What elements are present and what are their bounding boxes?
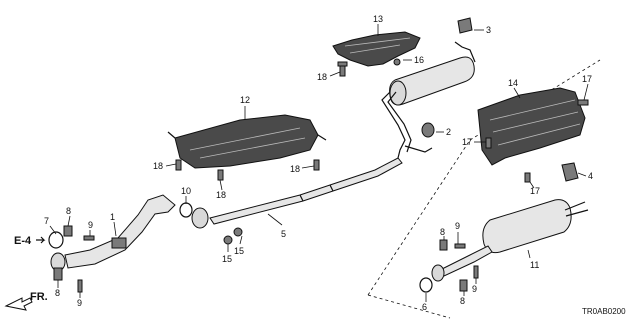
section-ref-label[interactable]: E-4	[14, 235, 32, 247]
callout-9-a: 9	[88, 220, 93, 230]
bolt-9-b[interactable]	[77, 279, 83, 293]
callout-18-top: 18	[317, 72, 327, 82]
bolt-18-left-1[interactable]	[175, 159, 182, 171]
spring-8-c[interactable]	[439, 239, 448, 251]
callout-12: 12	[240, 95, 250, 105]
callout-9-b: 9	[77, 298, 82, 308]
front-arrow-icon	[4, 297, 33, 311]
callout-17-top: 17	[582, 74, 592, 84]
callout-14: 14	[508, 78, 518, 88]
callout-17-mid: 17	[462, 137, 472, 147]
rear-heat-shield[interactable]	[477, 87, 586, 166]
callout-7: 7	[44, 216, 49, 226]
center-pipe[interactable]	[381, 91, 433, 159]
hanger-rubber-4[interactable]	[561, 162, 579, 182]
callout-2: 2	[446, 127, 451, 137]
gasket-10[interactable]	[179, 202, 193, 218]
callout-9-d: 9	[472, 284, 477, 294]
callout-16: 16	[414, 55, 424, 65]
spring-8-d[interactable]	[459, 279, 468, 292]
bolt-9-c[interactable]	[454, 243, 466, 249]
diagram-code: TR0AB0200	[582, 307, 626, 316]
front-direction-indicator: FR.	[4, 291, 48, 311]
direction-label: FR.	[30, 291, 48, 303]
callout-3: 3	[486, 25, 491, 35]
callout-1: 1	[110, 212, 115, 222]
callout-8-d: 8	[460, 296, 465, 306]
gasket-6[interactable]	[419, 277, 433, 293]
center-muffler[interactable]	[389, 56, 475, 106]
callout-18-left-2: 18	[216, 190, 226, 200]
callout-6: 6	[422, 302, 427, 312]
callout-10: 10	[181, 186, 191, 196]
gasket-7[interactable]	[48, 231, 64, 249]
flange[interactable]	[191, 207, 209, 229]
bolt-18-left-2[interactable]	[217, 169, 224, 181]
rear-muffler[interactable]	[439, 199, 589, 277]
bolt-18-left-3[interactable]	[313, 159, 320, 171]
nut-15-b[interactable]	[233, 227, 243, 237]
callout-18-left-3: 18	[290, 164, 300, 174]
callout-18-left-1: 18	[153, 161, 163, 171]
nut-15-a[interactable]	[223, 235, 233, 245]
middle-heat-shield[interactable]	[167, 114, 327, 169]
leader-lines	[49, 24, 589, 302]
exhaust-pipe-a[interactable]	[64, 194, 176, 269]
bolt-9-a[interactable]	[83, 235, 95, 241]
callout-8-b: 8	[55, 288, 60, 298]
section-reference[interactable]: E-4	[14, 235, 46, 247]
rear-flange[interactable]	[431, 264, 445, 282]
callout-5: 5	[281, 229, 286, 239]
bolt-17-low[interactable]	[524, 172, 531, 183]
callout-4: 4	[588, 171, 593, 181]
callout-8-c: 8	[440, 227, 445, 237]
callout-17-low: 17	[530, 186, 540, 196]
bolt-17-mid[interactable]	[485, 137, 492, 149]
bolt-17-top[interactable]	[577, 99, 589, 106]
callout-labels: 13 3 16 18 2 12 14 17 17 17 4 18 18 18 1…	[44, 14, 593, 312]
bolt-9-d[interactable]	[473, 265, 479, 279]
callout-11: 11	[530, 260, 539, 270]
spring-8-a[interactable]	[63, 225, 73, 237]
callout-13: 13	[373, 14, 383, 24]
bracket-16[interactable]	[393, 41, 476, 66]
exhaust-pipe-b[interactable]	[209, 157, 403, 225]
callout-9-c: 9	[455, 221, 460, 231]
hanger-rubber-3[interactable]	[457, 17, 473, 34]
callout-15-b: 15	[234, 246, 244, 256]
upper-heat-shield[interactable]	[332, 31, 421, 67]
hanger-rubber-2[interactable]	[421, 122, 435, 138]
callout-8-a: 8	[66, 206, 71, 216]
spring-8-b[interactable]	[53, 267, 63, 281]
bolt-18-top[interactable]	[337, 61, 348, 77]
callout-15-a: 15	[222, 254, 232, 264]
